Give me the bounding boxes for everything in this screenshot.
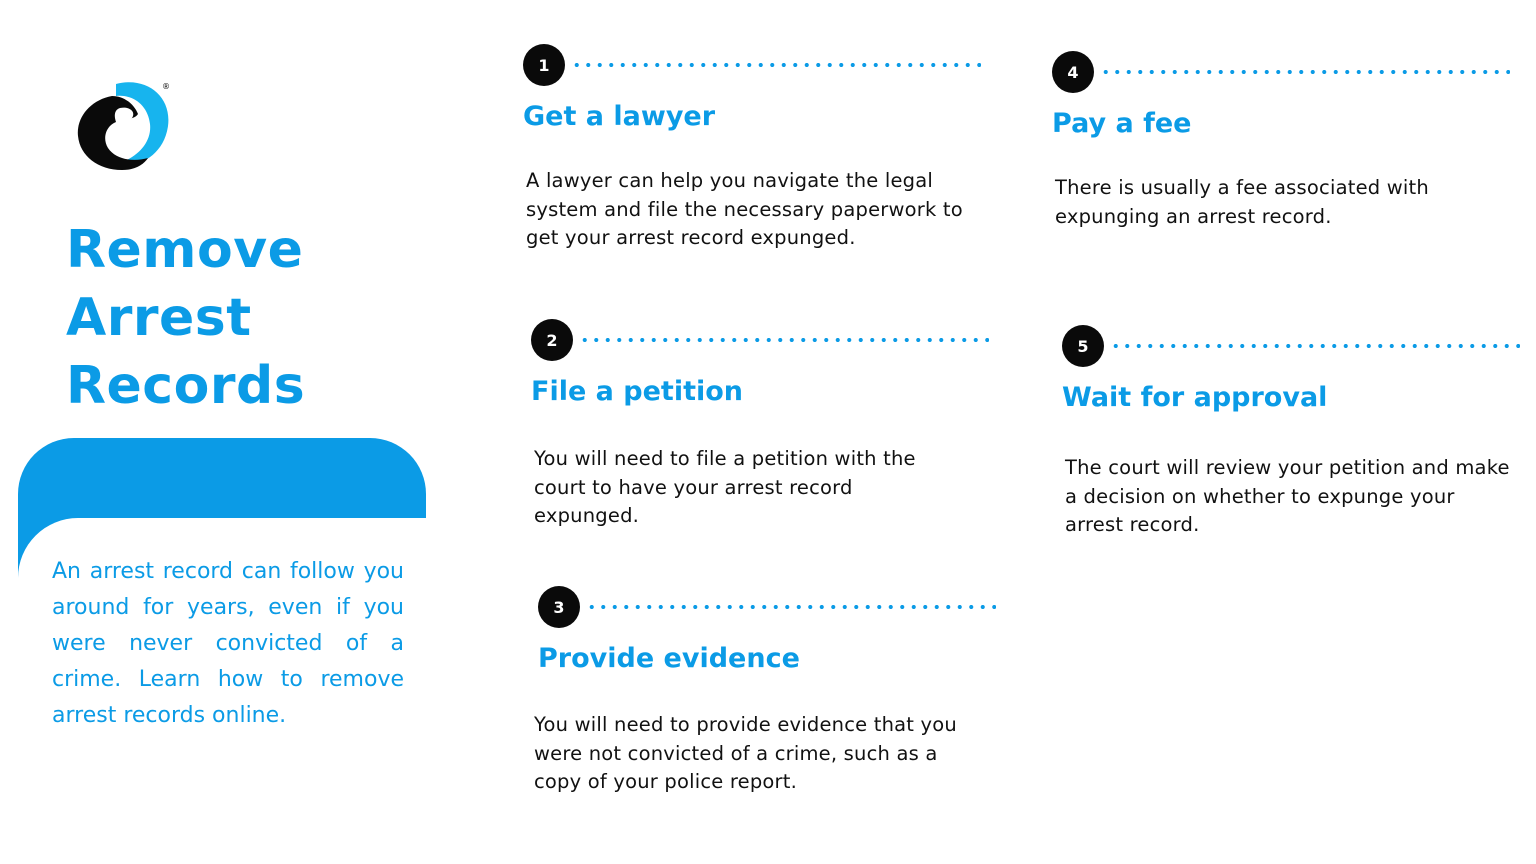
step-number-badge: 1 — [523, 44, 565, 86]
step-description: The court will review your petition and … — [1065, 456, 1510, 536]
dotted-divider — [1100, 70, 1510, 74]
intro-card — [18, 518, 436, 838]
page-title: Remove Arrest Records — [66, 216, 305, 420]
brand-logo-icon: ® — [77, 82, 170, 170]
brand-logo: ® — [76, 78, 176, 174]
step-description: There is usually a fee associated with e… — [1055, 176, 1429, 228]
step-number-badge: 4 — [1052, 51, 1094, 93]
dotted-divider — [571, 63, 981, 67]
step-description: You will need to file a petition with th… — [534, 447, 916, 527]
step-description: You will need to provide evidence that y… — [534, 713, 957, 793]
step-title: Provide evidence — [538, 643, 800, 674]
dotted-divider — [579, 338, 989, 342]
step-description: A lawyer can help you navigate the legal… — [526, 169, 963, 249]
step-title: Get a lawyer — [523, 101, 716, 132]
title-line: Arrest — [66, 288, 252, 348]
title-line: Records — [66, 356, 306, 416]
registered-mark: ® — [162, 82, 170, 91]
step-title: Wait for approval — [1062, 382, 1328, 413]
step-number-badge: 3 — [538, 586, 580, 628]
dotted-divider — [586, 605, 996, 609]
title-line: Remove — [66, 220, 304, 280]
step-title: File a petition — [531, 376, 744, 407]
step-number-badge: 2 — [531, 319, 573, 361]
dotted-divider — [1110, 344, 1520, 348]
intro-text: An arrest record can follow you around f… — [52, 559, 404, 728]
step-number-badge: 5 — [1062, 325, 1104, 367]
step-title: Pay a fee — [1052, 108, 1192, 139]
